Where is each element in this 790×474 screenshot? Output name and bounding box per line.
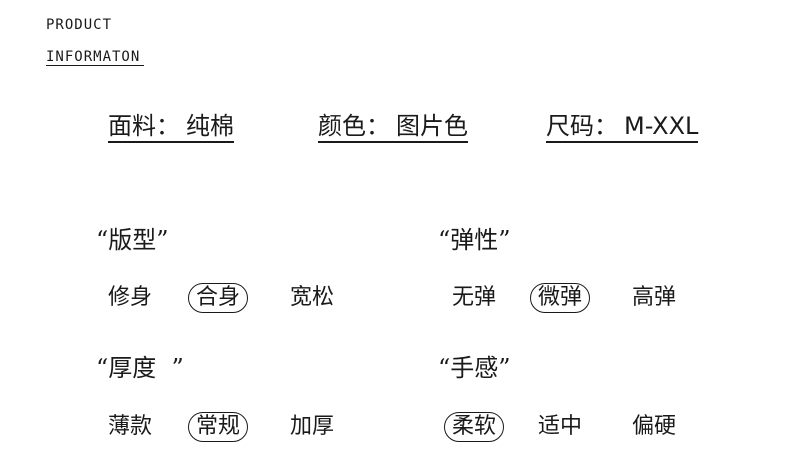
option-thickness-regular-selected[interactable]: 常规 [188,412,249,442]
option-elasticity-slight-selected[interactable]: 微弹 [530,283,591,313]
spec-fabric: 面料：纯棉 [108,114,234,143]
option-fit-slim[interactable]: 修身 [108,285,153,310]
option-elasticity-high[interactable]: 高弹 [632,285,677,310]
group-title-hand-feel: “手感” [438,356,511,380]
group-title-fit: “版型” [96,228,169,252]
option-fit-regular-selected[interactable]: 合身 [188,283,249,313]
spec-color: 颜色：图片色 [318,114,468,143]
quote-close: ” [171,354,184,382]
product-information-header: PRODUCT INFORMATON [46,17,145,66]
quote-open: “ [438,354,451,382]
group-title-thickness-text: 厚度 [108,354,172,382]
option-hand-feel-stiff[interactable]: 偏硬 [632,414,677,439]
option-elasticity-none[interactable]: 无弹 [452,285,497,310]
group-title-fit-text: 版型 [108,226,157,254]
group-title-elasticity-text: 弹性 [450,226,499,254]
group-title-elasticity: “弹性” [438,228,511,252]
group-title-hand-feel-text: 手感 [450,354,499,382]
option-thickness-thick[interactable]: 加厚 [290,414,335,439]
header-line-product: PRODUCT [46,17,113,33]
quote-open: “ [96,226,109,254]
spec-size-value: M-XXL [624,112,699,140]
quote-open: “ [438,226,451,254]
group-title-thickness: “厚度 ” [96,356,184,380]
spec-fabric-value: 纯棉 [186,112,234,140]
option-hand-feel-soft-selected[interactable]: 柔软 [444,412,505,442]
spec-fabric-label: 面料： [108,112,180,140]
option-hand-feel-medium[interactable]: 适中 [538,414,583,439]
spec-color-value: 图片色 [396,112,468,140]
spec-size-label: 尺码： [546,112,618,140]
quote-close: ” [156,226,169,254]
quote-close: ” [498,354,511,382]
option-thickness-thin[interactable]: 薄款 [108,414,153,439]
header-line-information: INFORMATON [46,50,145,66]
quote-close: ” [498,226,511,254]
spec-size: 尺码：M-XXL [546,112,699,143]
quote-open: “ [96,354,109,382]
option-fit-loose[interactable]: 宽松 [290,285,335,310]
spec-color-label: 颜色： [318,112,390,140]
